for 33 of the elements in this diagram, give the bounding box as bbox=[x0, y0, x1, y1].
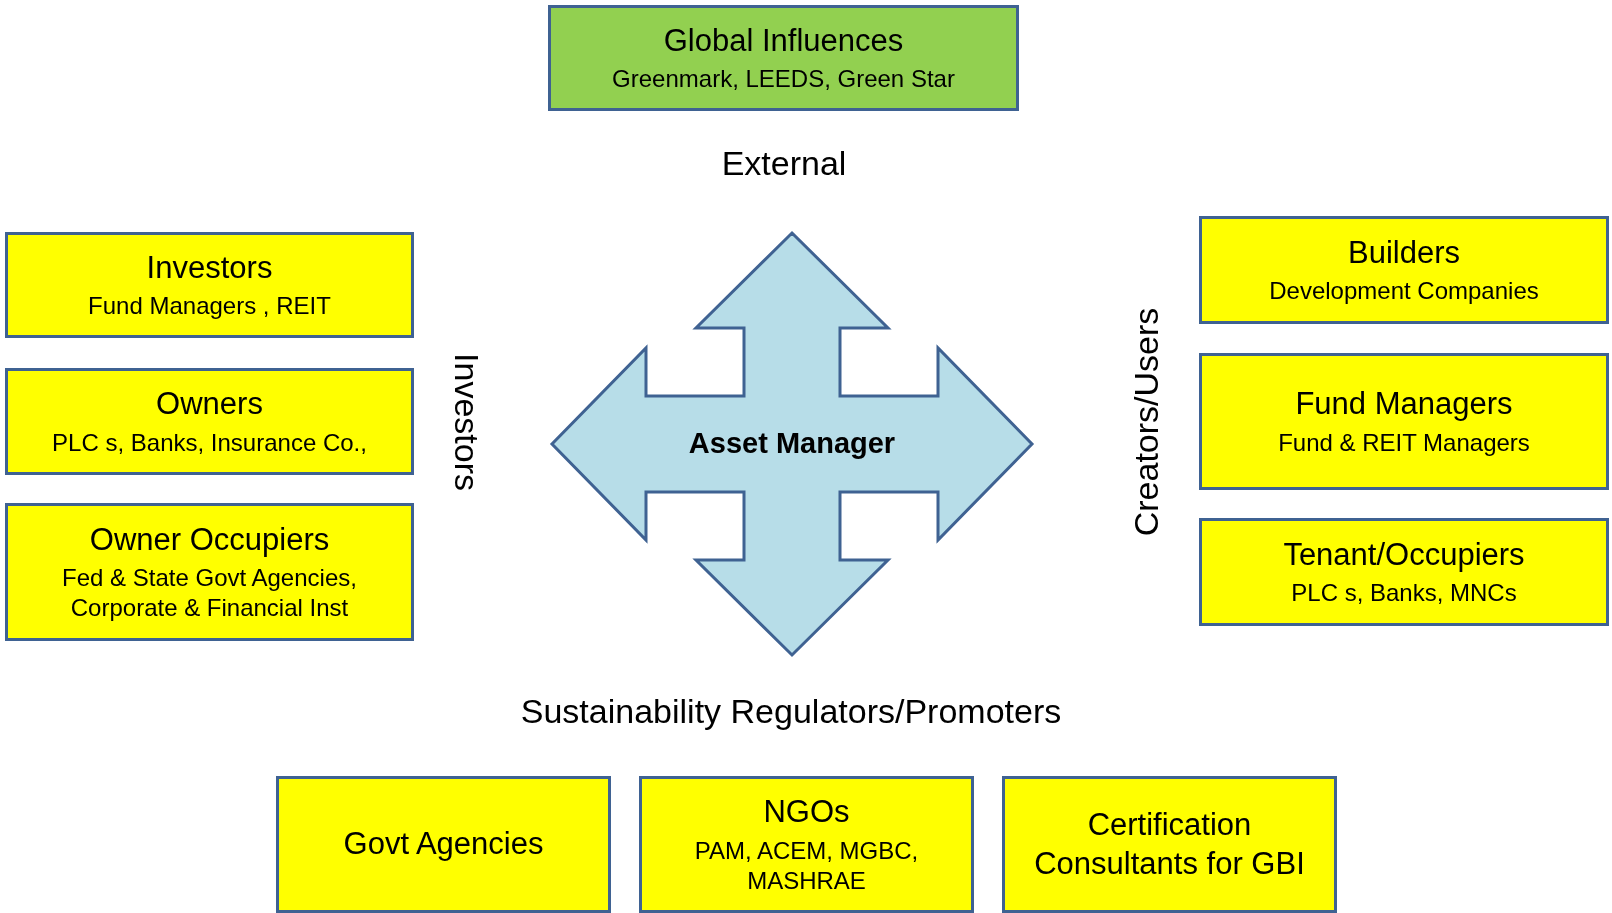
box-title: Owner Occupiers bbox=[89, 520, 330, 559]
box-title: Global Influences bbox=[663, 21, 904, 60]
stakeholder-box bbox=[1199, 353, 1609, 490]
group-label: External bbox=[721, 142, 847, 184]
box-subtitle: PLC s, Banks, Insurance Co., bbox=[52, 427, 367, 458]
box-subtitle: Fed & State Govt Agencies, Corporate & Financial Inst bbox=[61, 563, 358, 624]
stakeholder-box bbox=[1002, 776, 1337, 913]
stakeholder-box bbox=[5, 232, 414, 338]
box-title: NGOs bbox=[763, 793, 850, 832]
box-subtitle: Development Companies bbox=[1269, 276, 1539, 307]
stakeholder-box bbox=[5, 368, 414, 475]
box-subtitle: PAM, ACEM, MGBC, MASHRAE bbox=[693, 835, 920, 896]
stakeholder-box bbox=[5, 503, 414, 641]
box-title: Fund Managers bbox=[1295, 385, 1513, 424]
box-subtitle: Fund Managers , REIT bbox=[88, 291, 331, 322]
stakeholder-box bbox=[548, 5, 1019, 111]
box-title: Investors bbox=[146, 248, 273, 287]
box-title: Certification Consultants for GBI bbox=[1033, 805, 1306, 883]
box-title: Owners bbox=[156, 385, 263, 424]
box-title: Builders bbox=[1348, 233, 1460, 272]
box-subtitle: Fund & REIT Managers bbox=[1278, 427, 1530, 458]
stakeholder-box bbox=[276, 776, 611, 913]
stakeholder-box bbox=[1199, 216, 1609, 324]
group-label: Creators/Users bbox=[1125, 307, 1166, 537]
box-title: Tenant/Occupiers bbox=[1283, 535, 1525, 574]
box-subtitle: Greenmark, LEEDS, Green Star bbox=[612, 64, 955, 95]
box-subtitle: PLC s, Banks, MNCs bbox=[1291, 578, 1517, 609]
node-title: Asset Manager bbox=[688, 426, 896, 462]
stakeholder-box bbox=[1199, 518, 1609, 626]
stakeholder-box bbox=[639, 776, 974, 913]
group-label: Sustainability Regulators/Promoters bbox=[520, 690, 1062, 732]
box-title: Govt Agencies bbox=[343, 825, 544, 864]
group-label: Investors bbox=[446, 353, 487, 491]
